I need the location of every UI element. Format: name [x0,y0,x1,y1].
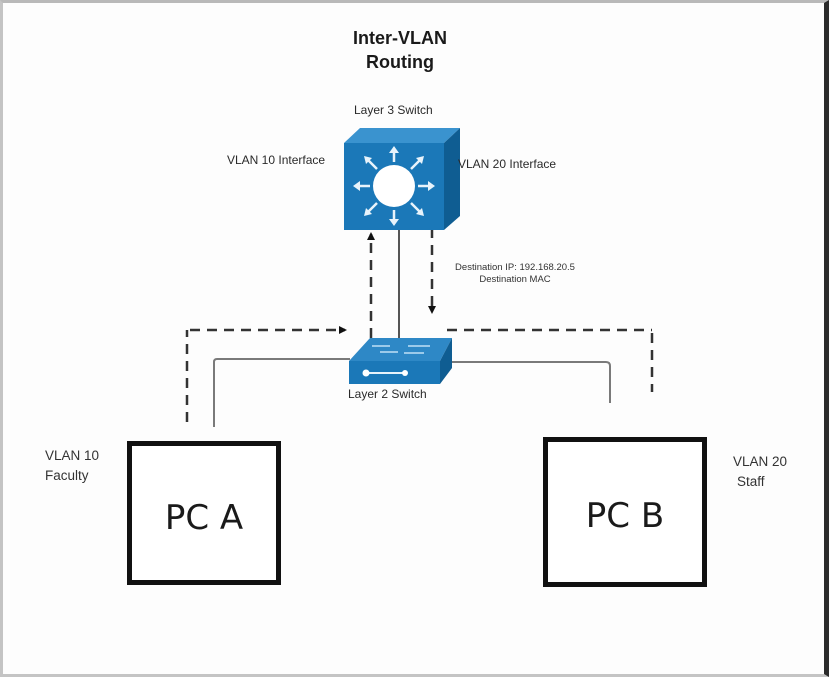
destination-mac-label: Destination MAC [479,274,551,285]
destination-annotation: Destination IP: 192.168.20.5 Destination… [440,262,590,286]
vlan20-interface-label: VLAN 20 Interface [458,157,557,171]
pca-vlan-id: VLAN 10 [45,448,100,463]
pca-vlan-name: Faculty [45,468,89,483]
layer2-switch-label: Layer 2 Switch [348,387,427,401]
link-pca-l2 [213,358,350,427]
layer3-switch-icon[interactable] [344,128,460,230]
pcb-vlan-id: VLAN 20 [733,454,788,469]
link-pcb-l2 [445,361,611,403]
title-line-1: Inter-VLAN [353,28,447,48]
layer2-switch-icon[interactable] [349,338,452,384]
pc-b-label: PC B [585,496,665,536]
destination-ip-label: Destination IP: 192.168.20.5 [455,262,575,273]
pcb-vlan-label: VLAN 20 Staff [733,452,787,492]
pcb-vlan-name: Staff [737,474,765,489]
pc-a-box[interactable]: PC A [127,441,281,585]
pc-a-label: PC A [164,498,244,538]
pca-vlan-label: VLAN 10 Faculty [45,446,99,486]
diagram-title: Inter-VLAN Routing [330,26,470,74]
layer3-switch-label: Layer 3 Switch [354,103,433,117]
vlan10-interface-label: VLAN 10 Interface [227,153,326,167]
solid-links [213,228,611,427]
dashed-traffic-path [185,228,654,422]
pc-b-box[interactable]: PC B [543,437,707,587]
title-line-2: Routing [366,52,434,72]
